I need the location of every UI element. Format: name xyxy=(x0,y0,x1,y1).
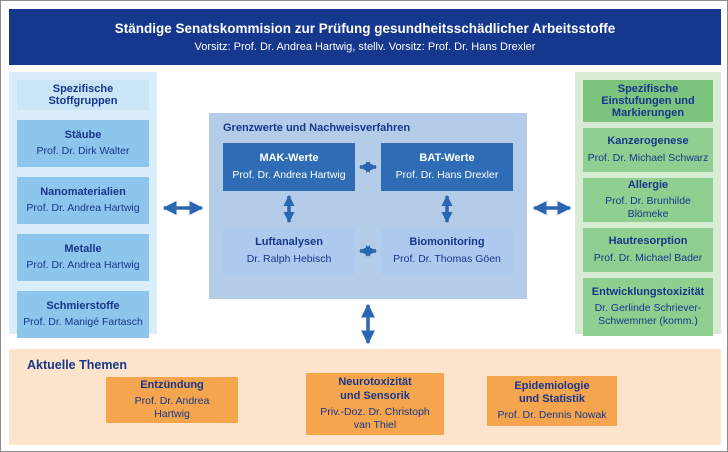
box-title: Luftanalysen xyxy=(255,236,323,249)
box-person: Prof. Dr. Andrea Hartwig xyxy=(26,202,140,215)
panel-einstufungen-title: Spezifische Einstufungen und Markierunge… xyxy=(583,80,713,122)
box-person: Prof. Dr. Brunhilde Blömeke xyxy=(605,195,691,221)
box-luftanalysen: Luftanalysen Dr. Ralph Hebisch xyxy=(223,227,355,275)
panel-stoffgruppen-title: Spezifische Stoffgruppen xyxy=(17,80,149,110)
box-title: Nanomaterialien xyxy=(40,185,126,198)
box-title: Entzündung xyxy=(140,379,204,391)
box-title: Stäube xyxy=(64,128,102,141)
box-person: Priv.-Doz. Dr. Christoph van Thiel xyxy=(320,405,430,431)
box-title: MAK-Werte xyxy=(259,152,319,165)
box-person: Prof. Dr. Dirk Walter xyxy=(36,145,130,158)
box-schmierstoffe: Schmierstoffe Prof. Dr. Manigé Fartasch xyxy=(17,291,149,338)
box-person: Prof. Dr. Manigé Fartasch xyxy=(23,316,143,329)
box-staeube: Stäube Prof. Dr. Dirk Walter xyxy=(17,120,149,167)
box-title: Allergie xyxy=(627,178,669,191)
box-entwicklungstoxizitaet: Entwicklungstoxizität Dr. Gerlinde Schri… xyxy=(583,278,713,336)
box-entzuendung: Entzündung Prof. Dr. Andrea Hartwig xyxy=(106,377,238,423)
box-person: Dr. Gerlinde Schriever-Schwemmer (komm.) xyxy=(594,302,702,328)
box-person: Prof. Dr. Thomas Göen xyxy=(393,252,501,265)
box-title: Metalle xyxy=(64,242,102,255)
box-title: Hautresorption xyxy=(608,235,688,248)
box-mak-werte: MAK-Werte Prof. Dr. Andrea Hartwig xyxy=(223,143,355,191)
panel-aktuelle-themen: Aktuelle Themen Entzündung Prof. Dr. And… xyxy=(9,349,721,445)
page-subtitle: Vorsitz: Prof. Dr. Andrea Hartwig, stell… xyxy=(194,41,536,53)
box-neurotoxizitaet: Neurotoxizität und Sensorik Priv.-Doz. D… xyxy=(306,373,444,435)
box-title: Neurotoxizität und Sensorik xyxy=(338,376,412,402)
box-title: Biomonitoring xyxy=(409,236,485,249)
box-biomonitoring: Biomonitoring Prof. Dr. Thomas Göen xyxy=(381,227,513,275)
box-person: Prof. Dr. Hans Drexler xyxy=(395,168,499,181)
box-person: Prof. Dr. Andrea Hartwig xyxy=(134,394,210,420)
box-nanomaterialien: Nanomaterialien Prof. Dr. Andrea Hartwig xyxy=(17,177,149,224)
box-person: Prof. Dr. Michael Schwarz xyxy=(587,151,709,164)
panel-stoffgruppen: Spezifische Stoffgruppen Stäube Prof. Dr… xyxy=(9,72,157,338)
box-person: Prof. Dr. Dennis Nowak xyxy=(497,409,607,422)
box-person: Dr. Ralph Hebisch xyxy=(246,252,332,265)
header: Ständige Senatskommision zur Prüfung ges… xyxy=(9,9,721,65)
box-metalle: Metalle Prof. Dr. Andrea Hartwig xyxy=(17,234,149,281)
box-title: Kanzerogenese xyxy=(607,135,689,148)
box-title: Epidemiologie und Statistik xyxy=(514,379,590,406)
box-hautresorption: Hautresorption Prof. Dr. Michael Bader xyxy=(583,228,713,272)
box-title: Entwicklungstoxizität xyxy=(591,285,705,298)
panel-einstufungen: Spezifische Einstufungen und Markierunge… xyxy=(575,72,721,336)
box-bat-werte: BAT-Werte Prof. Dr. Hans Drexler xyxy=(381,143,513,191)
box-epidemiologie: Epidemiologie und Statistik Prof. Dr. De… xyxy=(487,376,617,426)
box-allergie: Allergie Prof. Dr. Brunhilde Blömeke xyxy=(583,178,713,222)
box-title: Schmierstoffe xyxy=(46,299,120,312)
page-title: Ständige Senatskommision zur Prüfung ges… xyxy=(114,21,616,36)
box-person: Prof. Dr. Andrea Hartwig xyxy=(26,259,140,272)
panel-grenzwerte: Grenzwerte und Nachweisverfahren MAK-Wer… xyxy=(209,113,527,299)
box-kanzerogenese: Kanzerogenese Prof. Dr. Michael Schwarz xyxy=(583,128,713,172)
box-title: BAT-Werte xyxy=(419,152,475,165)
box-person: Prof. Dr. Andrea Hartwig xyxy=(232,168,346,181)
panel-grenzwerte-title: Grenzwerte und Nachweisverfahren xyxy=(223,122,411,134)
panel-aktuelle-themen-title: Aktuelle Themen xyxy=(27,358,128,372)
box-person: Prof. Dr. Michael Bader xyxy=(593,251,703,264)
